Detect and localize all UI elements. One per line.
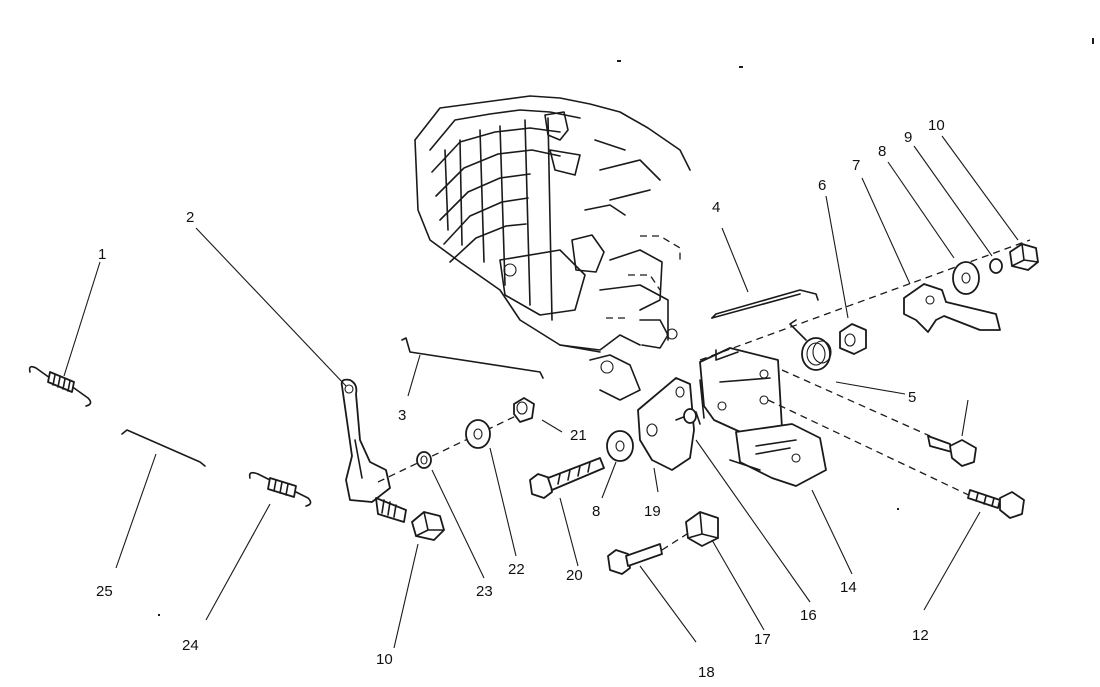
- label-22: 22: [508, 561, 525, 578]
- label-8-lower: 8: [592, 503, 600, 520]
- label-5: 5: [908, 389, 916, 406]
- assembly-axis-upper: [699, 239, 1031, 361]
- label-6: 6: [818, 177, 826, 194]
- label-8-upper: 8: [878, 143, 886, 160]
- part-1-spring: [28, 365, 92, 407]
- part-21-bushing: [513, 397, 535, 423]
- part-22-washer: [465, 419, 491, 449]
- scan-specks: [158, 38, 1094, 616]
- part-3-rod: [401, 337, 544, 379]
- part-17-clip: [685, 511, 719, 547]
- label-9: 9: [904, 129, 912, 146]
- label-7: 7: [852, 157, 860, 174]
- part-5-spring: [789, 319, 832, 371]
- label-17: 17: [754, 631, 771, 648]
- part-7-lever: [903, 283, 1001, 333]
- part-14-slotted-bracket: [729, 423, 827, 487]
- part-10-nut-upper: [1009, 243, 1039, 271]
- part-24-spring: [248, 471, 312, 507]
- part-19-bracket: [637, 377, 701, 471]
- part-6-bushing: [839, 323, 867, 355]
- label-10-lower: 10: [376, 651, 393, 668]
- label-4: 4: [712, 199, 720, 216]
- label-23: 23: [476, 583, 493, 600]
- part-12-bolt: [967, 489, 1025, 519]
- part-8-washer-lower: [606, 430, 634, 462]
- engine-block: [414, 95, 691, 401]
- label-1: 1: [98, 246, 106, 263]
- label-16: 16: [800, 607, 817, 624]
- label-2: 2: [186, 209, 194, 226]
- label-12: 12: [912, 627, 929, 644]
- part-10-nut-lower: [411, 511, 445, 541]
- part-20-bolt: [529, 457, 605, 499]
- callout-labels: 1 2 3 4 5 6 7 8 9 10 21 8 19 20 22 23 14…: [96, 117, 945, 681]
- part-23-washer: [416, 451, 432, 469]
- part-25-rod-left: [121, 429, 206, 467]
- label-24: 24: [182, 637, 199, 654]
- assembly-axis-lever: [377, 413, 521, 483]
- part-8-washer-upper: [952, 261, 980, 295]
- label-21: 21: [570, 427, 587, 444]
- label-25: 25: [96, 583, 113, 600]
- label-3: 3: [398, 407, 406, 424]
- label-14: 14: [840, 579, 857, 596]
- control-bracket: [699, 347, 783, 441]
- part-9-washer: [989, 258, 1003, 274]
- label-18: 18: [698, 664, 715, 681]
- part-2-lever: [340, 378, 407, 523]
- label-10-upper: 10: [928, 117, 945, 134]
- assembly-axis-12: [767, 399, 976, 499]
- assembly-axis-26: [781, 369, 931, 437]
- part-18-bolt: [607, 531, 691, 575]
- part-26-screw: [927, 435, 977, 467]
- label-20: 20: [566, 567, 583, 584]
- leader-lines: [63, 135, 1019, 649]
- label-19: 19: [644, 503, 661, 520]
- part-16-washer: [683, 408, 697, 424]
- part-4-rod: [711, 289, 819, 319]
